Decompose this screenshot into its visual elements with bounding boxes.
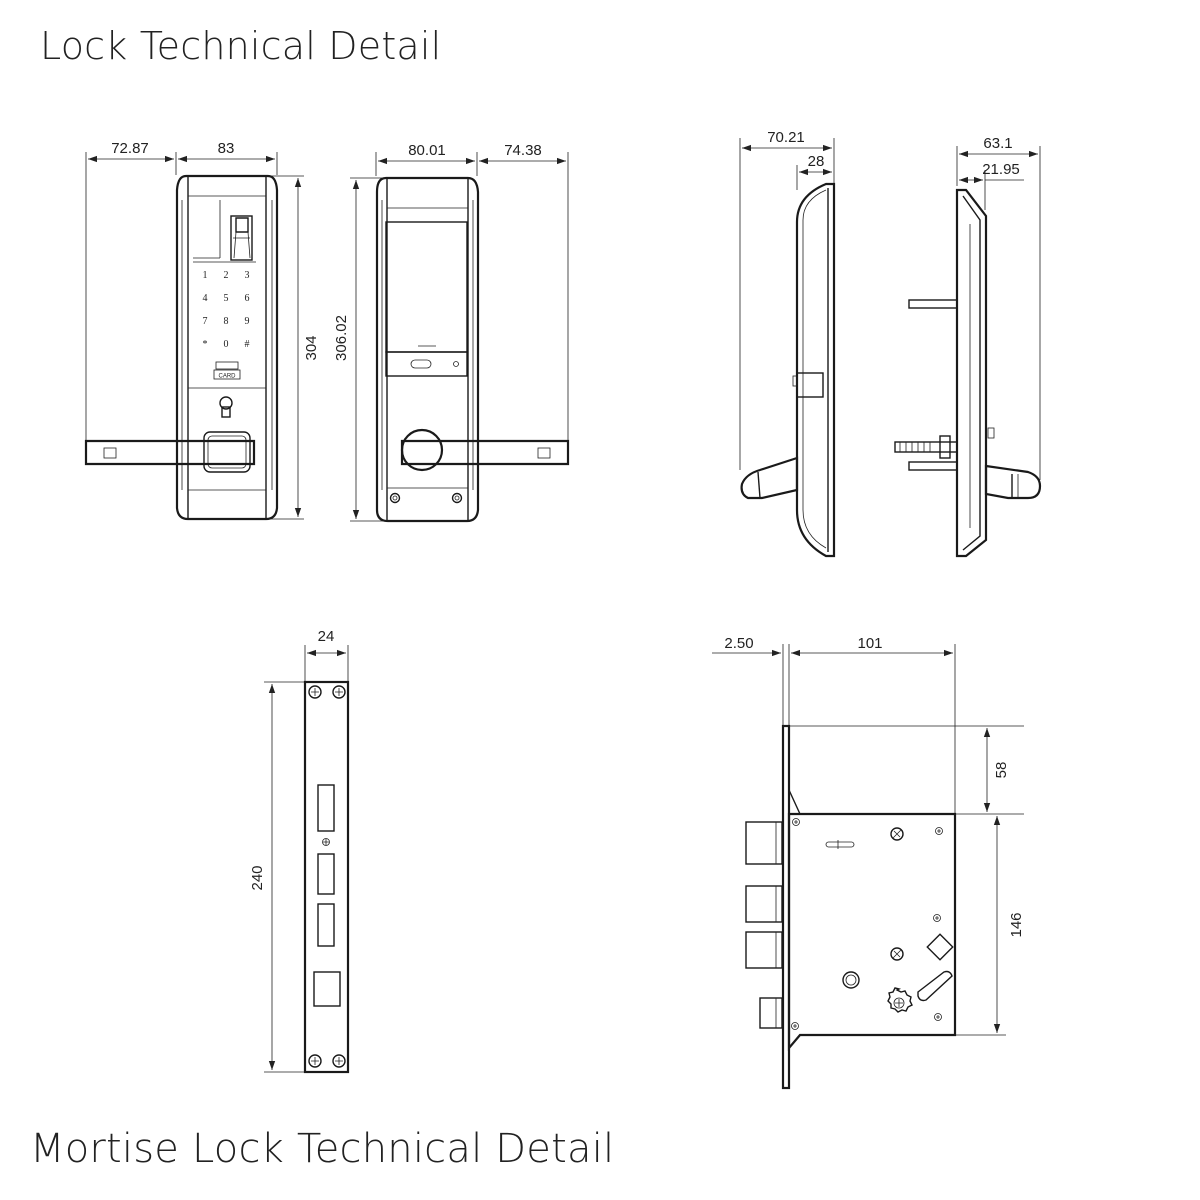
card-reader-icon: CARD: [213, 361, 241, 380]
dim-label-front-handle-offset: 72.87: [111, 140, 149, 157]
mortise-body-view: 2.50 101 58 146: [712, 635, 1025, 1090]
profile-lever-handle: [984, 464, 1042, 500]
dim-back-handle-offset: 74.38: [479, 142, 569, 462]
screw-icon: [890, 947, 904, 961]
back-lever-handle: [400, 428, 570, 472]
screw-icon: [935, 827, 943, 835]
dim-back-height: 306.02: [333, 177, 384, 522]
dim-label-mortise-case-height: 146: [1008, 912, 1025, 937]
dim-front-width: 83: [178, 140, 275, 163]
dim-label-mortise-case-width: 101: [857, 635, 882, 652]
back-view: 80.01 74.38 306.02: [333, 142, 570, 523]
dim-label-back-height: 306.02: [333, 315, 350, 361]
dim-label-back-width: 80.01: [408, 142, 446, 159]
screw-icon: [322, 838, 330, 846]
dim-label-faceplate-width: 24: [318, 628, 335, 645]
fingerprint-reader-icon: [230, 215, 253, 261]
dim-mortise-case-width: 101: [791, 635, 956, 815]
side-view: 70.21 28: [739, 129, 836, 558]
dim-faceplate-height: 240: [249, 681, 305, 1073]
lock-section-title: Lock Technical Detail: [40, 24, 442, 68]
dim-label-profile-plate-depth: 21.95: [982, 161, 1020, 178]
dim-front-height: 304: [270, 175, 320, 520]
dim-label-mortise-backset: 58: [993, 762, 1010, 779]
keypad-key: #: [245, 339, 250, 350]
dim-side-total-depth: 70.21: [739, 129, 835, 470]
front-view: 72.87 83 304 1: [84, 140, 320, 521]
dim-front-handle-offset: 72.87: [85, 140, 278, 462]
screw-icon: [451, 492, 463, 504]
screw-icon: [308, 1054, 322, 1068]
dim-label-faceplate-height: 240: [249, 865, 266, 890]
screw-icon: [308, 685, 322, 699]
spindle-icon: [894, 435, 958, 459]
screw-icon: [791, 1022, 799, 1030]
keypad-key: *: [203, 339, 208, 350]
screw-icon: [890, 827, 904, 841]
mortise-section-title: Mortise Lock Technical Detail: [30, 1126, 615, 1172]
screw-icon: [332, 1054, 346, 1068]
dim-mortise-case-height: 146: [955, 816, 1025, 1036]
faceplate-view: 24 240: [249, 628, 350, 1074]
keypad-key: 8: [224, 316, 229, 327]
keypad-key: 3: [245, 270, 250, 281]
dim-profile-total-depth: 63.1: [956, 135, 1041, 480]
dim-faceplate-width: 24: [304, 628, 349, 682]
keyhole-icon: [219, 396, 233, 418]
keypad-key: 6: [245, 293, 250, 304]
dim-label-front-height: 304: [303, 335, 320, 360]
dim-label-mortise-plate-thickness: 2.50: [724, 635, 753, 652]
dim-side-body-depth: 28: [796, 153, 832, 190]
lever-handle: [84, 431, 256, 473]
side-lever-handle: [740, 456, 799, 500]
card-label: CARD: [218, 374, 236, 380]
dim-label-side-body-depth: 28: [808, 153, 825, 170]
spindle-hub-icon: [887, 987, 913, 1013]
dim-back-width: 80.01: [375, 142, 478, 176]
screw-icon: [792, 818, 800, 826]
dim-profile-plate-depth: 21.95: [959, 161, 1024, 210]
keypad-key: 2: [224, 270, 229, 281]
screw-icon: [389, 492, 401, 504]
keypad-key: 9: [245, 316, 250, 327]
dim-label-profile-total-depth: 63.1: [983, 135, 1012, 152]
dim-label-front-width: 83: [218, 140, 235, 157]
screw-icon: [332, 685, 346, 699]
dim-mortise-plate-thickness: 2.50: [712, 635, 790, 725]
keypad-key: 5: [224, 293, 229, 304]
screw-icon: [934, 1013, 942, 1021]
screw-icon: [933, 914, 941, 922]
keypad-key: 0: [224, 339, 229, 350]
keypad-key: 1: [203, 270, 208, 281]
keypad-key: 7: [203, 316, 208, 327]
dim-label-back-handle-offset: 74.38: [504, 142, 542, 159]
profile-view: 63.1 21.95: [894, 135, 1042, 558]
dim-label-side-total-depth: 70.21: [767, 129, 805, 146]
keypad-key: 4: [203, 293, 208, 304]
dim-mortise-backset: 58: [789, 725, 1024, 815]
keypad: 1 2 3 4 5 6 7 8 9 * 0 #: [203, 270, 250, 350]
